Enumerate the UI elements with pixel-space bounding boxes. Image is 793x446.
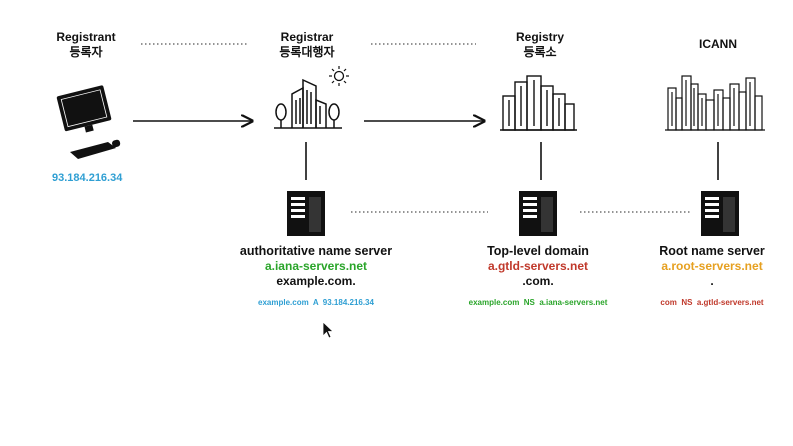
- root-server-block: Root name server a.root-servers.net . co…: [632, 244, 792, 307]
- tld-server-block: Top-level domain a.gtld-servers.net .com…: [448, 244, 628, 307]
- tld-server-host: a.gtld-servers.net: [487, 259, 589, 273]
- registrant-ip: 93.184.216.34: [52, 172, 123, 184]
- registrar-subtitle: 등록대행자: [279, 45, 335, 59]
- registrant-heading: Registrant 등록자: [46, 30, 126, 60]
- authoritative-server-block: authoritative name server a.iana-servers…: [226, 244, 406, 307]
- registry-title: Registry: [515, 30, 565, 44]
- root-server-title: Root name server: [659, 244, 765, 258]
- registrar-title: Registrar: [280, 30, 334, 44]
- root-server-host: a.root-servers.net: [661, 259, 763, 273]
- authoritative-server-zone: example.com.: [276, 274, 356, 288]
- icann-title: ICANN: [699, 37, 737, 51]
- registrar-heading: Registrar 등록대행자: [262, 30, 352, 60]
- registrant-subtitle: 등록자: [69, 45, 103, 59]
- authoritative-server-record: example.com A 93.184.216.34: [258, 298, 374, 307]
- registry-subtitle: 등록소: [523, 45, 557, 59]
- root-server-zone: .: [710, 274, 714, 288]
- tld-server-title: Top-level domain: [487, 244, 589, 258]
- registrant-title: Registrant: [56, 30, 116, 44]
- tld-server-record: example.com NS a.iana-servers.net: [468, 298, 608, 307]
- authoritative-server-host: a.iana-servers.net: [264, 259, 368, 273]
- registry-heading: Registry 등록소: [500, 30, 580, 60]
- root-server-record: com NS a.gtld-servers.net: [660, 298, 764, 307]
- tld-server-zone: .com.: [522, 274, 554, 288]
- authoritative-server-title: authoritative name server: [239, 244, 393, 258]
